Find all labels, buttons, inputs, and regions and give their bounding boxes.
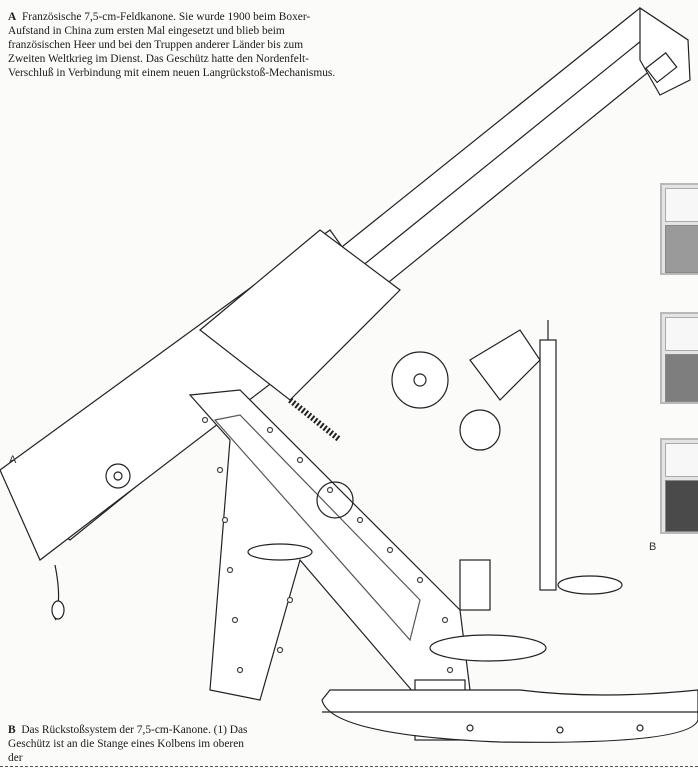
- caption-b-text: Das Rückstoßsystem der 7,5-cm-Kanone. (1…: [8, 724, 248, 764]
- caption-a: A Französische 7,5-cm-Feldkanone. Sie wu…: [8, 10, 338, 80]
- figure-label-a: A: [9, 454, 17, 466]
- caption-b-letter: B: [8, 724, 16, 736]
- diagram-2-upper: [665, 317, 698, 351]
- recoil-diagram-2: [660, 312, 698, 404]
- figure-label-b: B: [649, 541, 657, 553]
- page-cut-line: [0, 766, 698, 767]
- diagram-3-lower: [665, 480, 698, 532]
- diagram-1-upper: [665, 188, 698, 222]
- recoil-diagram-3: [660, 438, 698, 534]
- turntable-base: [321, 689, 698, 743]
- caption-a-letter: A: [8, 11, 17, 23]
- carriage-frame: [188, 351, 501, 701]
- diagram-3-upper: [665, 443, 698, 477]
- diagram-1-lower: [665, 225, 698, 273]
- diagram-2-lower: [665, 354, 698, 402]
- caption-a-text: Französische 7,5-cm-Feldkanone. Sie wurd…: [8, 11, 336, 79]
- recoil-diagram-1: [660, 183, 698, 275]
- caption-b: B Das Rückstoßsystem der 7,5-cm-Kanone. …: [8, 723, 258, 765]
- lanyard-handle: [51, 600, 65, 620]
